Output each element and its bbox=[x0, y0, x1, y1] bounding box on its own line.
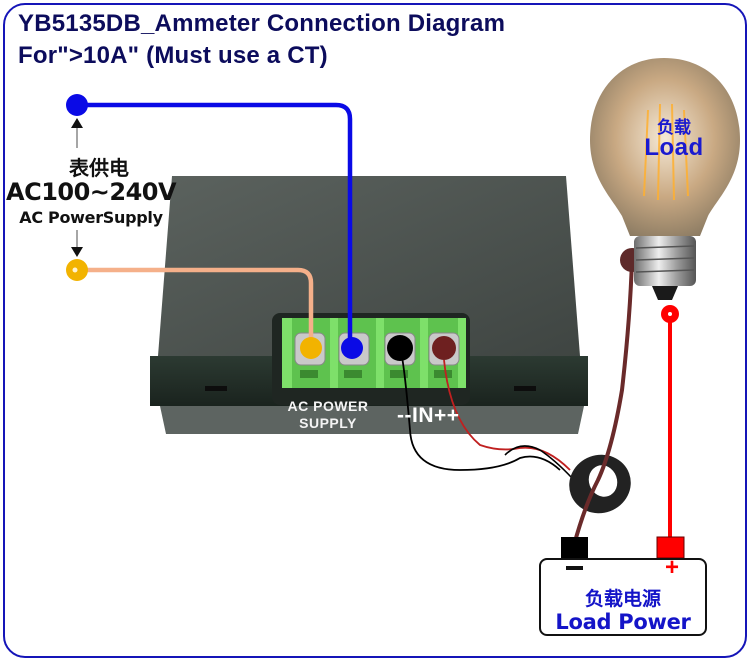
light-bulb bbox=[590, 58, 740, 300]
diagram-title: YB5135DB_Ammeter Connection Diagram For"… bbox=[18, 8, 505, 72]
arrow-up-icon bbox=[71, 118, 83, 128]
load-label-cn: 负载 bbox=[657, 118, 691, 138]
ammeter-device bbox=[150, 176, 588, 434]
supply-terminal-blue bbox=[66, 94, 88, 116]
bulb-filaments bbox=[643, 103, 689, 201]
supply-label-cn: 表供电 bbox=[69, 156, 129, 180]
terminal-ac-n bbox=[341, 337, 363, 359]
load-power-label-en: Load Power bbox=[555, 610, 691, 634]
bulb-terminal-red-highlight bbox=[668, 312, 672, 316]
case-slot-left bbox=[205, 386, 227, 391]
bulb-glass bbox=[590, 58, 740, 236]
ac-label-line-1: AC POWER bbox=[287, 398, 369, 414]
current-transformer bbox=[569, 454, 631, 514]
ac-label-line-2: SUPPLY bbox=[299, 415, 357, 431]
supply-voltage-label: AC100~240V bbox=[6, 178, 177, 206]
bulb-tip bbox=[652, 286, 678, 300]
battery-terminal-negative bbox=[561, 537, 588, 558]
load-label-en: Load bbox=[644, 134, 704, 161]
wire-ct-black bbox=[399, 347, 561, 471]
wire-load-brown bbox=[572, 259, 634, 546]
wire-ac-blue bbox=[77, 102, 353, 345]
wire-ct-twist bbox=[504, 445, 573, 479]
battery-negative-symbol bbox=[566, 566, 583, 570]
arrow-down-icon bbox=[71, 247, 83, 257]
supply-terminal-yellow-highlight bbox=[72, 267, 78, 273]
supply-arrows bbox=[71, 118, 83, 257]
supply-label-en: AC PowerSupply bbox=[19, 208, 163, 227]
ac-power-supply-label: AC POWER SUPPLY bbox=[268, 398, 388, 432]
input-terminal-label: --IN++ bbox=[397, 404, 460, 427]
meter-bezel bbox=[160, 406, 584, 434]
load-power-label-cn: 负载电源 bbox=[584, 588, 661, 610]
case-slot-right bbox=[514, 386, 536, 391]
battery-positive-symbol: + bbox=[664, 554, 679, 581]
terminal-in-positive bbox=[432, 336, 456, 360]
title-line-1: YB5135DB_Ammeter Connection Diagram bbox=[18, 10, 506, 37]
bulb-base-threads bbox=[635, 245, 695, 273]
meter-case-top bbox=[158, 176, 580, 356]
terminal-ac-l bbox=[300, 337, 322, 359]
load-power-battery bbox=[539, 558, 707, 636]
title-line-2: For">10A" (Must use a CT) bbox=[18, 42, 328, 69]
wire-ac-orange bbox=[77, 267, 314, 345]
bulb-base bbox=[634, 236, 696, 286]
diagram-frame bbox=[3, 3, 747, 658]
